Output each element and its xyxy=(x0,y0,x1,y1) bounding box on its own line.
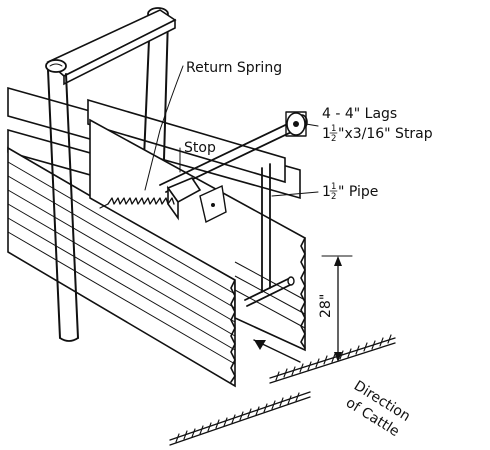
pipe-arm xyxy=(244,163,295,307)
travel-arrow xyxy=(253,339,301,363)
svg-text:2: 2 xyxy=(331,134,336,144)
leader-lines xyxy=(144,65,319,197)
svg-text:2: 2 xyxy=(331,192,336,202)
height-label: 28" xyxy=(318,294,334,318)
svg-text:"x3/16" Strap: "x3/16" Strap xyxy=(338,126,433,142)
stop-block xyxy=(166,177,227,224)
return-spring xyxy=(99,197,175,209)
height-dimension xyxy=(321,255,353,362)
gate-panel xyxy=(7,146,236,388)
pipe-label: 1 1 2 " Pipe xyxy=(322,182,378,202)
ground-hatch-lower xyxy=(169,391,311,446)
strap-label: 1 1 2 "x3/16" Strap xyxy=(322,124,433,144)
strap-bracket xyxy=(285,111,307,137)
stop-label: Stop xyxy=(184,140,216,156)
front-post xyxy=(45,59,79,342)
top-crossbeam xyxy=(46,9,177,86)
lags-label: 4 - 4" Lags xyxy=(322,106,397,122)
return-spring-label: Return Spring xyxy=(186,60,282,76)
svg-text:1: 1 xyxy=(331,124,336,134)
svg-text:" Pipe: " Pipe xyxy=(338,184,378,200)
ground-hatch-upper xyxy=(269,334,396,384)
svg-text:1: 1 xyxy=(331,182,336,192)
svg-text:1: 1 xyxy=(322,126,331,142)
svg-text:1: 1 xyxy=(322,184,331,200)
